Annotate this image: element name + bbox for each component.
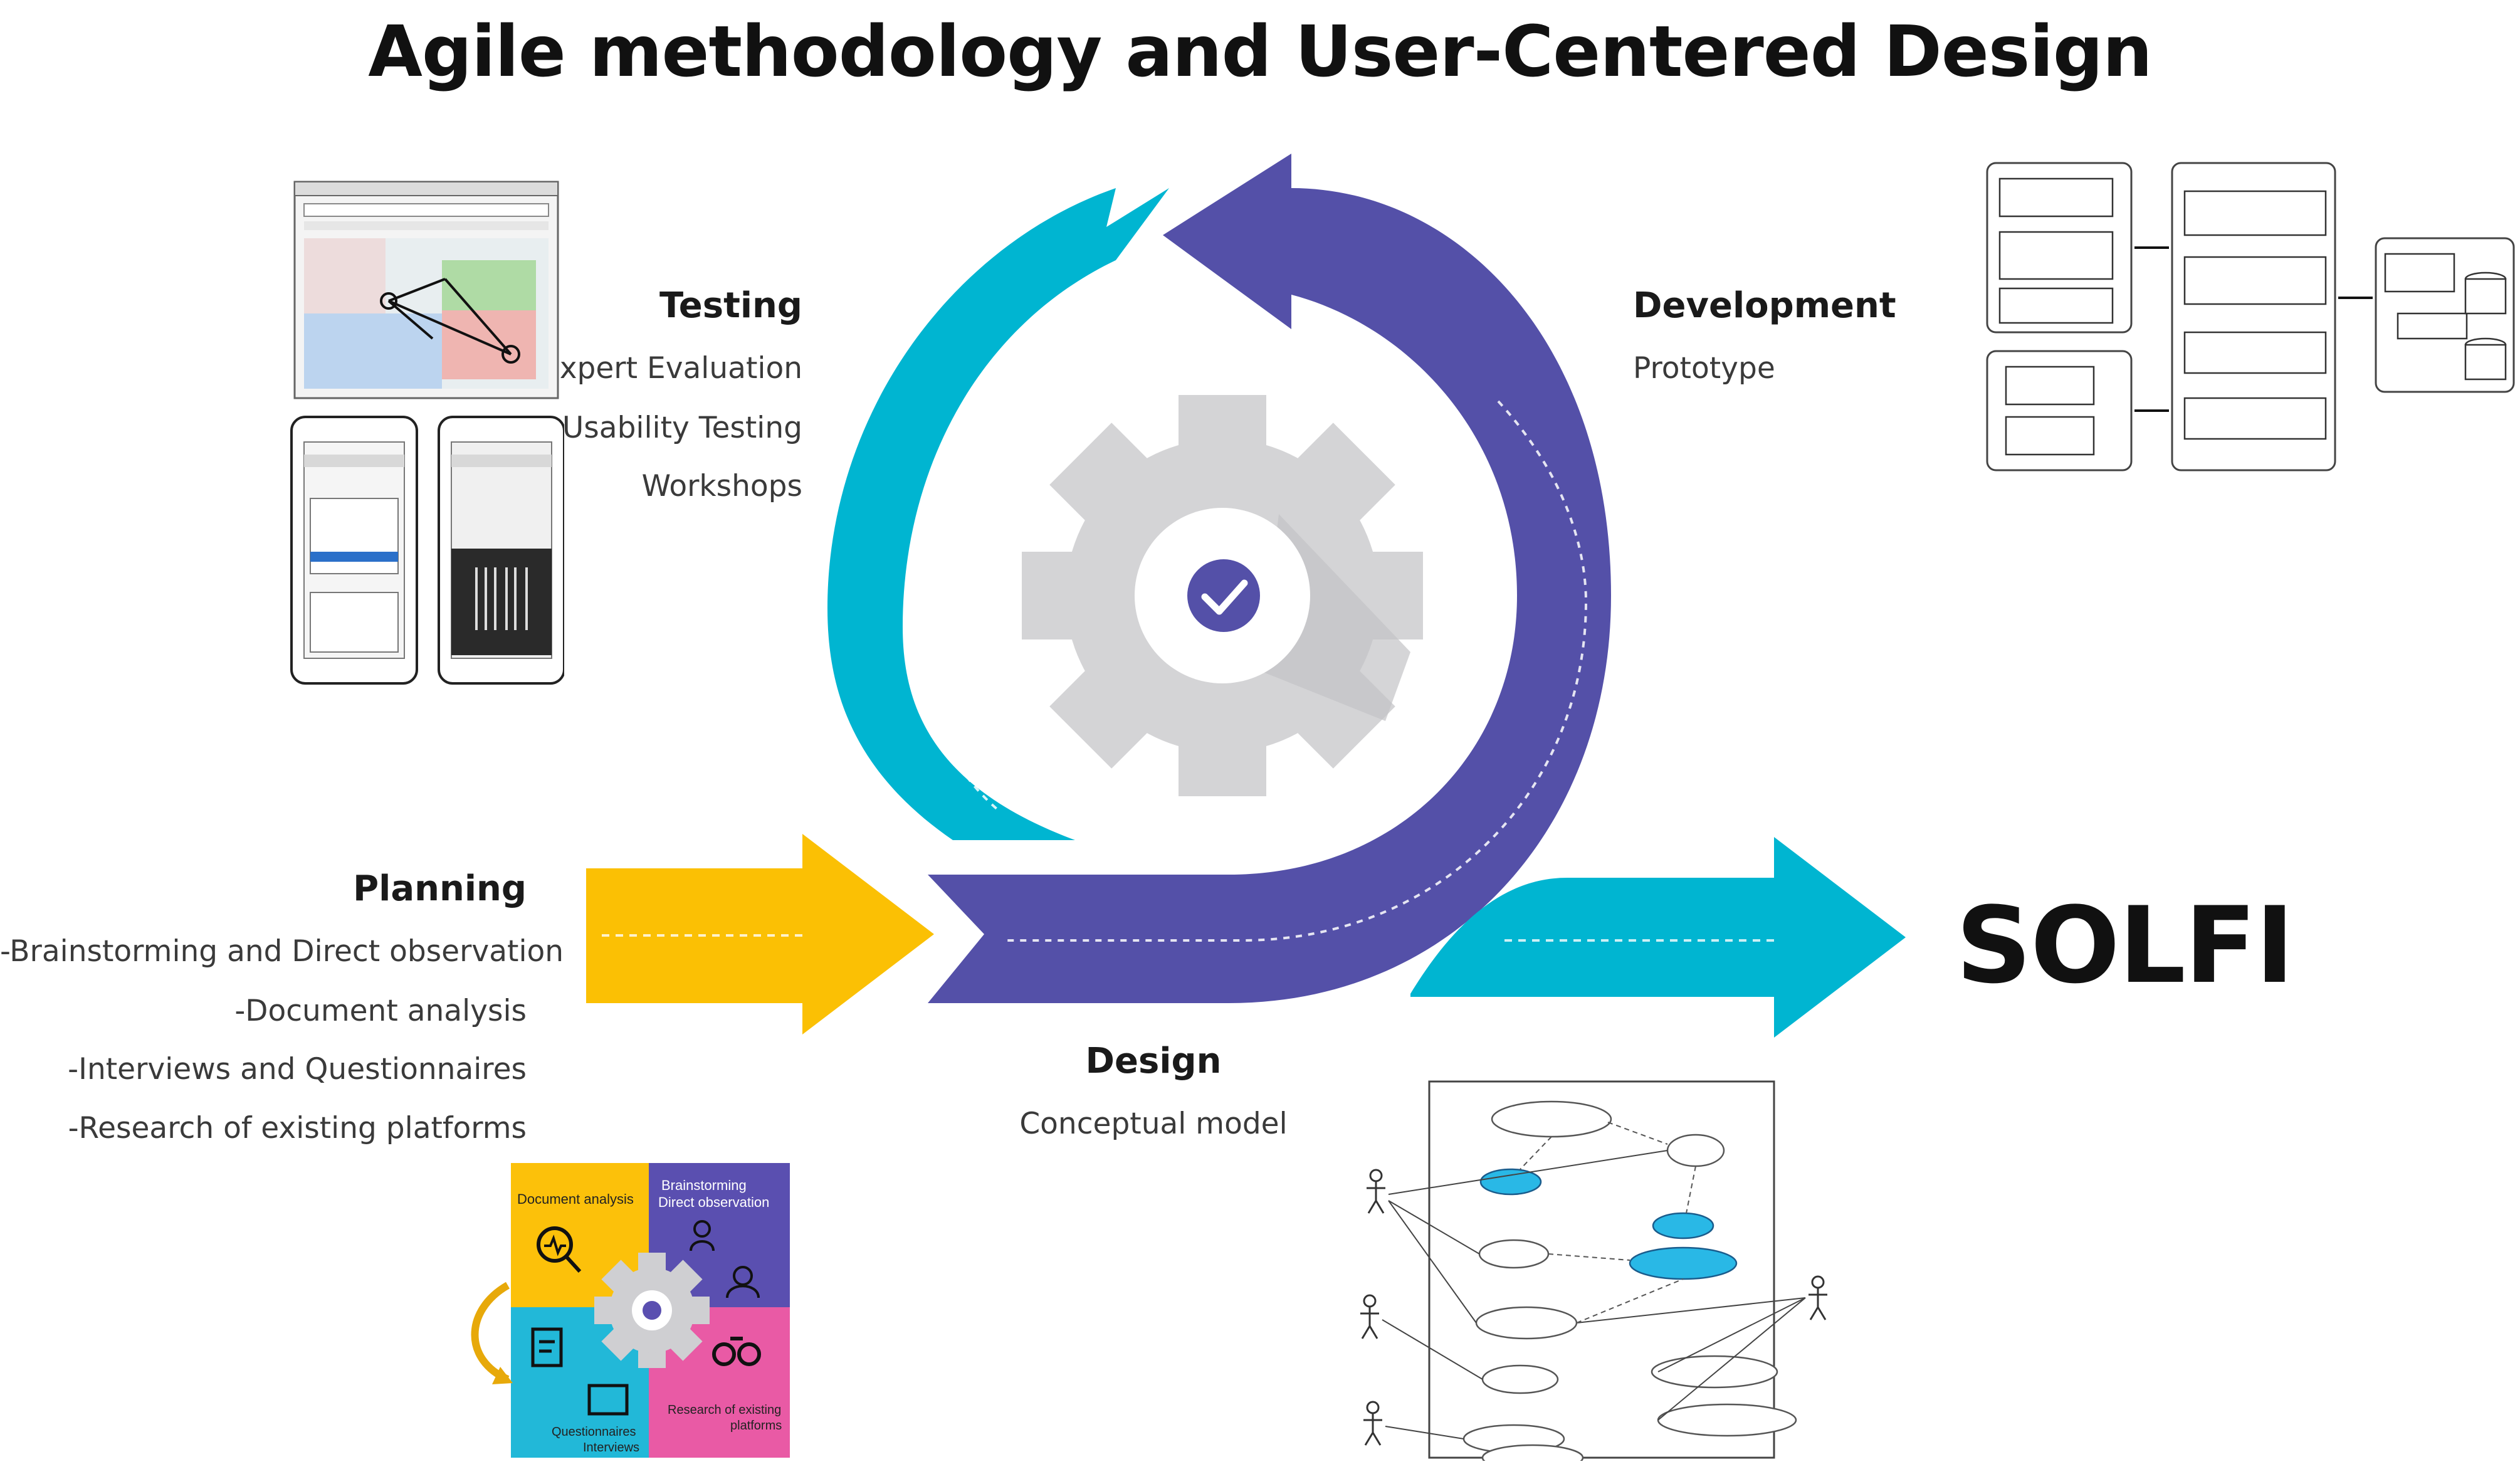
binoculars-icon <box>712 1337 761 1366</box>
cyan-cycle-arc <box>827 188 1169 840</box>
purple-cycle-arc <box>928 154 1611 1003</box>
development-item: Prototype <box>1633 351 1775 386</box>
quadrant-label: Research of existing <box>668 1403 781 1417</box>
people-icon <box>690 1220 760 1298</box>
clipboard-icon <box>531 1327 629 1416</box>
planning-item: -Interviews and Questionnaires <box>68 1052 527 1087</box>
planning-item: -Document analysis <box>234 994 527 1028</box>
quadrant-label: Direct observation <box>658 1194 769 1210</box>
use-case-diagram <box>1360 1080 1827 1461</box>
testing-item: Usability Testing <box>562 411 802 445</box>
quadrant-label: Document analysis <box>517 1191 634 1207</box>
solfi-label: SOLFI <box>1956 884 2294 1007</box>
quadrant-label: platforms <box>730 1419 782 1433</box>
quadrant-label: Interviews <box>583 1441 639 1455</box>
testing-item: Expert Evaluation <box>541 351 802 386</box>
development-title: Development <box>1633 285 1896 326</box>
design-item: Conceptual model <box>1019 1107 1288 1141</box>
architecture-diagram <box>1986 162 2515 471</box>
magnifier-icon <box>537 1226 582 1273</box>
gear-icon <box>594 1253 710 1368</box>
check-icon <box>1187 559 1260 632</box>
testing-title: Testing <box>659 285 802 326</box>
testing-item: Workshops <box>641 469 802 503</box>
planning-item: -Research of existing platforms <box>68 1111 527 1145</box>
planning-item: -Brainstorming and Direct observation <box>0 934 564 969</box>
design-title: Design <box>1085 1041 1222 1082</box>
quadrant-label: Brainstorming <box>661 1177 747 1193</box>
page-title: Agile methodology and User-Centered Desi… <box>368 11 2153 93</box>
output-arrow <box>1410 837 1906 1038</box>
gear-icon <box>1022 395 1423 796</box>
planning-title: Planning <box>353 868 527 909</box>
planning-quadrants: Document analysis Brainstorming Direct o… <box>471 1163 790 1458</box>
quadrant-label: Questionnaires <box>552 1425 636 1439</box>
testing-wireframes <box>290 181 564 685</box>
